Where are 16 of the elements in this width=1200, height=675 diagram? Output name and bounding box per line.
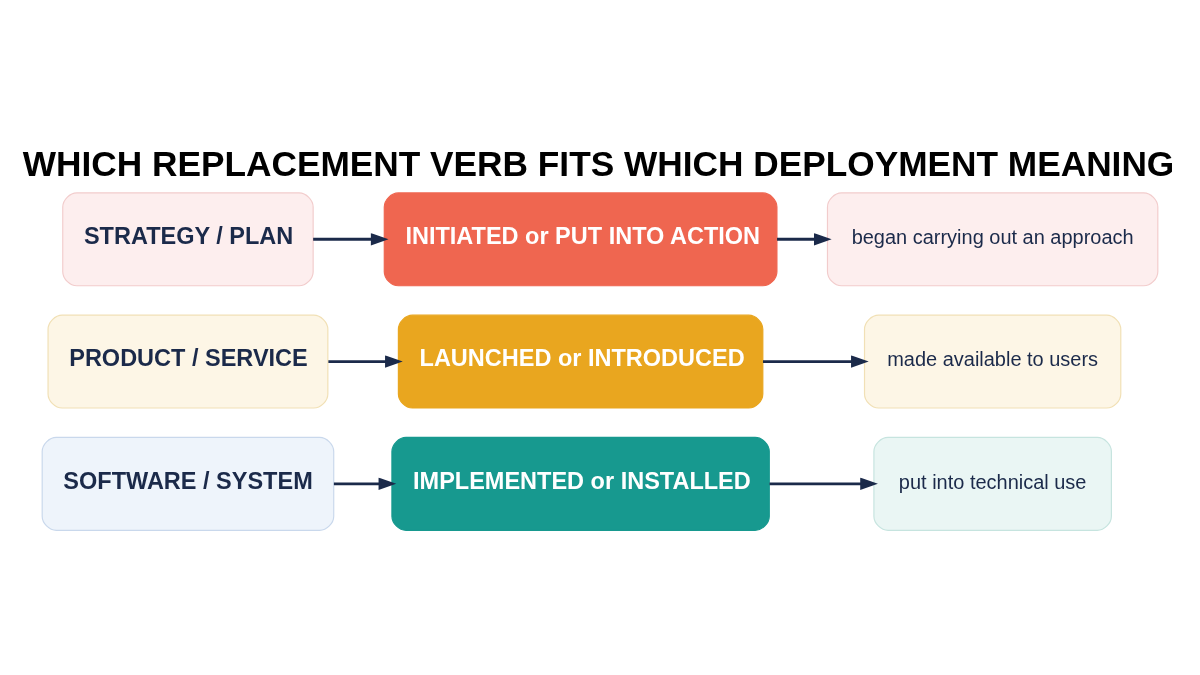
- arrow: [762, 355, 869, 368]
- node-box: began carrying out an approach: [826, 192, 1159, 287]
- node-box: SOFTWARE / SYSTEM: [41, 436, 335, 531]
- arrow: [777, 233, 832, 246]
- arrow: [769, 477, 878, 491]
- arrow: [313, 233, 389, 246]
- diagram-title: WHICH REPLACEMENT VERB FITS WHICH DEPLOYMENT MEANING: [22, 144, 1175, 184]
- node-box: IMPLEMENTED or INSTALLED: [391, 436, 770, 531]
- node-box: STRATEGY / PLAN: [62, 192, 314, 287]
- node-box: INITIATED or PUT INTO ACTION: [383, 192, 778, 287]
- node-box: LAUNCHED or INTRODUCED: [397, 314, 764, 409]
- node-box: made available to users: [863, 314, 1122, 409]
- node-box: PRODUCT / SERVICE: [47, 314, 329, 409]
- node-box: put into technical use: [873, 436, 1112, 531]
- arrow: [333, 477, 397, 491]
- arrow: [328, 355, 403, 368]
